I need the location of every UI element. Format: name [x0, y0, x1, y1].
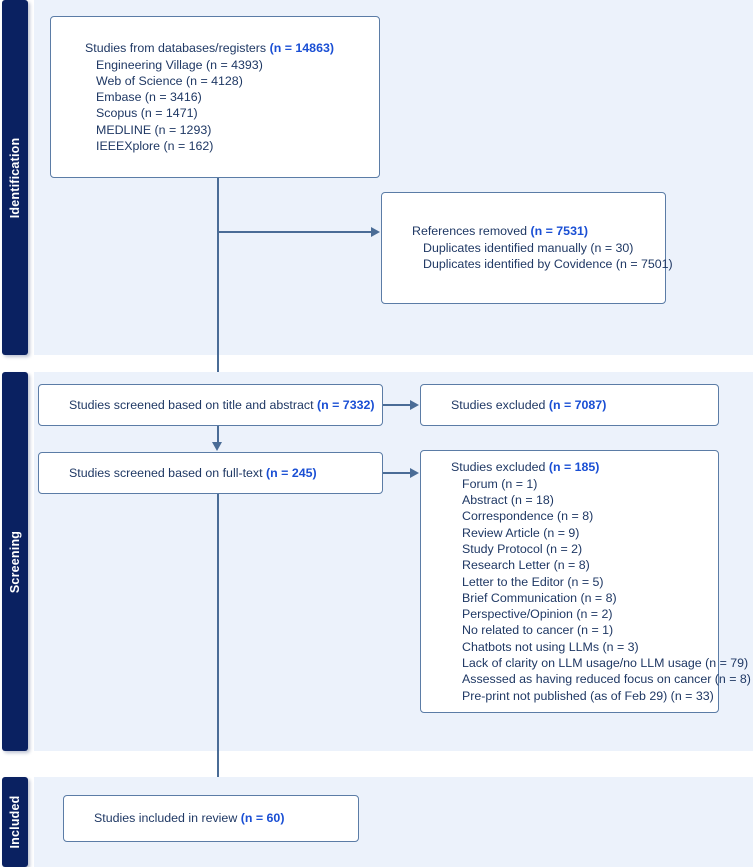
box-screened-fulltext: Studies screened based on full-text (n =… [38, 452, 383, 494]
box-excluded-fulltext-reason-6: Letter to the Editor (n = 5) [462, 574, 604, 589]
connector-trunk-identification-to-screening [217, 178, 219, 383]
box-screened-title-abstract-heading: Studies screened based on title and abst… [69, 397, 375, 413]
box-references-removed-heading-count: (n = 7531) [530, 224, 588, 239]
box-excluded-fulltext-reason-8: Perspective/Opinion (n = 2) [462, 607, 613, 622]
connector-branch-to-references-removed [217, 231, 372, 233]
box-references-removed-heading-text: References removed [412, 224, 531, 239]
box-databases-heading-count: (n = 14863) [269, 40, 334, 55]
phase-tab-identification: Identification [2, 0, 28, 355]
box-included-in-review-heading-text: Studies included in review [94, 811, 241, 826]
connector-to-excluded-fulltext [383, 472, 411, 474]
box-included-in-review: Studies included in review (n = 60) [63, 795, 359, 842]
phase-tab-screening: Screening [2, 372, 28, 751]
box-screened-fulltext-heading: Studies screened based on full-text (n =… [69, 465, 372, 481]
phase-tab-label-included: Included [8, 795, 22, 849]
box-excluded-fulltext-reason-7: Brief Communication (n = 8) [462, 590, 617, 605]
box-excluded-fulltext-reason-4: Study Protocol (n = 2) [462, 542, 583, 556]
box-excluded-fulltext-reason-5: Research Letter (n = 8) [462, 558, 590, 573]
box-excluded-fulltext: Studies excluded (n = 185) Forum (n = 1)… [420, 450, 751, 713]
box-excluded-fulltext-reason-2: Correspondence (n = 8) [462, 509, 594, 524]
box-screened-title-abstract: Studies screened based on title and abst… [38, 384, 383, 426]
box-screened-title-abstract-heading-count: (n = 7332) [316, 397, 375, 412]
box-databases-source-5: IEEEXplore (n = 162) [96, 138, 214, 153]
box-references-removed: References removed (n = 7531) Duplicates… [381, 192, 673, 304]
box-databases-source-2: Embase (n = 3416) [96, 90, 202, 105]
box-databases-heading-text: Studies from databases/registers [85, 40, 270, 55]
box-excluded-fulltext-reason-10: Chatbots not using LLMs (n = 3) [462, 639, 639, 654]
box-databases-source-3: Scopus (n = 1471) [96, 106, 198, 121]
connector-to-screened-fulltext [217, 426, 219, 445]
box-excluded-fulltext-reason-11: Lack of clarity on LLM usage/no LLM usag… [462, 656, 749, 671]
box-studies-from-databases: Studies from databases/registers (n = 14… [50, 16, 380, 178]
box-screened-fulltext-heading-count: (n = 245) [266, 465, 317, 480]
arrow-into-excluded-title-abstract [410, 399, 419, 410]
box-databases-source-0: Engineering Village (n = 4393) [96, 57, 263, 72]
box-excluded-title-abstract-heading-count: (n = 7087) [548, 397, 607, 412]
phase-tab-label-identification: Identification [8, 137, 22, 218]
connector-trunk-screening-to-included [217, 494, 219, 792]
box-excluded-fulltext-reason-12: Assessed as having reduced focus on canc… [462, 672, 751, 687]
box-screened-fulltext-heading-text: Studies screened based on full-text [69, 465, 266, 480]
box-databases-source-4: MEDLINE (n = 1293) [96, 122, 212, 137]
arrow-into-screened-fulltext [212, 442, 222, 451]
box-excluded-fulltext-reason-9: No related to cancer (n = 1) [462, 623, 614, 638]
box-excluded-fulltext-reason-1: Abstract (n = 18) [462, 493, 554, 508]
box-screened-title-abstract-heading-text: Studies screened based on title and abst… [69, 397, 317, 412]
box-excluded-fulltext-reason-13: Pre-print not published (as of Feb 29) (… [462, 688, 714, 703]
box-excluded-fulltext-heading: Studies excluded (n = 185) [451, 459, 708, 475]
box-excluded-fulltext-heading-count: (n = 185) [548, 460, 600, 475]
box-excluded-fulltext-reason-3: Review Article (n = 9) [462, 525, 580, 540]
box-included-in-review-heading: Studies included in review (n = 60) [94, 810, 348, 826]
phase-tab-label-screening: Screening [8, 530, 22, 593]
box-included-in-review-heading-count: (n = 60) [240, 811, 285, 826]
box-excluded-title-abstract-heading: Studies excluded (n = 7087) [451, 397, 708, 413]
connector-to-excluded-title-abstract [383, 404, 411, 406]
box-references-removed-reason-1: Duplicates identified by Covidence (n = … [423, 257, 673, 272]
box-references-removed-heading: References removed (n = 7531) [412, 223, 655, 239]
box-databases-heading: Studies from databases/registers (n = 14… [85, 40, 369, 56]
box-excluded-fulltext-reason-0: Forum (n = 1) [462, 476, 538, 491]
box-excluded-fulltext-heading-text: Studies excluded [451, 460, 549, 475]
arrow-into-excluded-fulltext [410, 467, 419, 478]
phase-tab-included: Included [2, 777, 28, 867]
box-excluded-title-abstract-heading-text: Studies excluded [451, 397, 549, 412]
arrow-into-references-removed [371, 226, 380, 237]
box-references-removed-reason-0: Duplicates identified manually (n = 30) [423, 241, 634, 256]
box-databases-source-1: Web of Science (n = 4128) [96, 73, 243, 88]
box-excluded-title-abstract: Studies excluded (n = 7087) [420, 384, 719, 426]
